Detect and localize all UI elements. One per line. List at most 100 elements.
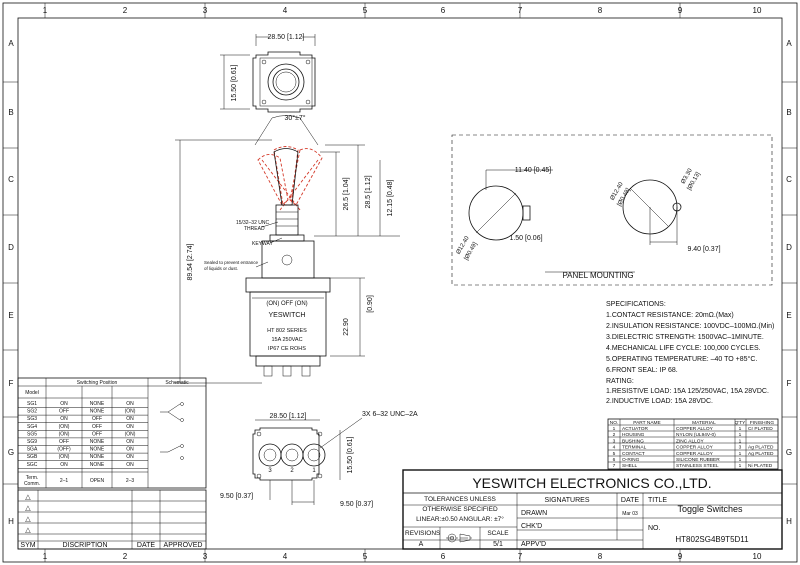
col-label: 5 xyxy=(363,6,368,15)
schematic-title: Schematic xyxy=(165,380,189,386)
bom-cell: BUSHING xyxy=(622,438,644,444)
switching-cell: NONE xyxy=(90,462,105,468)
company-name: YESWITCH ELECTRONICS CO.,LTD. xyxy=(472,475,711,491)
bottom-width-dimension: 28.50 [1.12] xyxy=(270,413,307,420)
col-label: 4 xyxy=(283,6,288,15)
bom-cell: ZINC ALLOY xyxy=(676,438,705,444)
bottom-left-dimension: 9.50 [0.37] xyxy=(220,493,253,500)
bom-cell: 1 xyxy=(739,432,742,438)
rating-line: 1.RESISTIVE LOAD: 15A 125/250VAC, 15A 28… xyxy=(606,388,769,395)
bom-header: FINISHING xyxy=(750,420,775,426)
grid-column-labels: 1 2 3 4 5 6 7 8 9 10 1 2 3 4 5 6 7 8 9 1… xyxy=(43,6,762,561)
revision-block: △ △ △ △ SYM DISCRIPTION DATE APPROVED xyxy=(17,489,207,550)
projection-symbol-icon xyxy=(446,533,474,543)
term-label: Term. xyxy=(26,475,39,481)
row-label: F xyxy=(9,379,14,388)
col-label: 1 xyxy=(43,552,48,561)
row-label: B xyxy=(786,108,791,117)
title-label: TITLE xyxy=(648,497,667,504)
col-label: 6 xyxy=(441,6,446,15)
spec-line: 1.CONTACT RESISTANCE: 20mΩ.(Max) xyxy=(606,312,734,319)
switching-cell: SG3 xyxy=(27,416,37,422)
bom-cell: Ni PLATED xyxy=(748,463,773,469)
switching-cell: SG4 xyxy=(27,424,37,430)
dimension-c: 12.15 [0.48] xyxy=(387,179,394,216)
number-label: NO. xyxy=(648,525,661,532)
specifications-block: SPECIFICATIONS: 1.CONTACT RESISTANCE: 20… xyxy=(606,301,774,405)
dimension-b: 28.5 [1.12] xyxy=(365,175,372,208)
grid-row-labels: A B C D E F G H A B C D E F G H xyxy=(8,39,792,526)
bom-cell: 3 xyxy=(739,445,742,451)
switching-cell: OFF xyxy=(92,416,102,422)
date-label: DATE xyxy=(621,497,639,504)
thread-note: 15/32–32 UNC xyxy=(236,220,269,226)
specifications-title: SPECIFICATIONS: xyxy=(606,301,666,308)
col-label: 10 xyxy=(753,552,762,561)
bom-cell: ACTUATOR xyxy=(622,426,648,432)
panel-spacing-dimension: 9.40 [0.37] xyxy=(687,246,720,253)
switching-cell: SG1 xyxy=(27,401,37,407)
top-width-dimension: 28.50 [1.12] xyxy=(268,34,305,41)
col-label: 9 xyxy=(678,552,683,561)
bom-cell: Cr PLATED xyxy=(748,426,773,432)
bom-cell: 1 xyxy=(613,426,616,432)
body-label-rating: 15A 250VAC xyxy=(271,337,302,343)
rev-triangle: △ xyxy=(25,527,31,534)
switching-cell: OFF xyxy=(92,431,102,437)
dimension-d: [0.90] xyxy=(367,295,374,313)
overall-height-dimension: 89.54 [2.74] xyxy=(187,243,194,280)
drawing-title: Toggle Switches xyxy=(677,504,743,514)
switching-cell: OFF xyxy=(59,409,69,415)
bom-cell: 1 xyxy=(739,426,742,432)
chkd-label: CHK'D xyxy=(521,523,542,530)
bom-header: NO. xyxy=(610,420,619,426)
bom-cell: 6 xyxy=(613,457,616,463)
switching-cell: (ON) xyxy=(125,431,136,437)
scale-value: 5/1 xyxy=(493,541,503,548)
body-label-positions: (ON) OFF (ON) xyxy=(266,301,307,307)
bom-cell: COPPER ALLOY xyxy=(676,445,714,451)
signatures-label: SIGNATURES xyxy=(545,497,590,504)
col-label: 3 xyxy=(203,6,208,15)
spec-line: 6.FRONT SEAL: IP 68. xyxy=(606,367,678,374)
bom-header: MATERIAL xyxy=(692,420,716,426)
switching-cell: NONE xyxy=(90,409,105,415)
panel-mounting: PANEL MOUNTING 11.40 [0.45] 1.50 [0.06] … xyxy=(451,134,773,286)
switching-cell: NONE xyxy=(90,447,105,453)
col-label: 2 xyxy=(123,6,128,15)
switching-cell: OFF xyxy=(59,439,69,445)
keyway-note: KEYWAY xyxy=(252,241,274,247)
thread-note-2: THREAD xyxy=(244,226,265,232)
term-value: 2–3 xyxy=(126,478,135,484)
bottom-right-dimension: 9.50 [0.37] xyxy=(340,501,373,508)
row-label: B xyxy=(8,108,13,117)
rev-triangle: △ xyxy=(25,494,31,501)
row-label: E xyxy=(8,311,13,320)
bom-cell: Ag PLATED xyxy=(748,445,774,451)
col-label: 8 xyxy=(598,6,603,15)
term-label-2: Comm. xyxy=(24,481,40,487)
bom-cell: 4 xyxy=(613,445,616,451)
switching-cell: SG9 xyxy=(27,439,37,445)
model-header: Model xyxy=(25,390,39,396)
bom-cell: 1 xyxy=(739,463,742,469)
switching-cell: (ON) xyxy=(59,454,70,460)
rev-triangle: △ xyxy=(25,516,31,523)
switching-cell: ON xyxy=(126,424,134,430)
switching-cell: SG5 xyxy=(27,431,37,437)
switching-cell: (ON) xyxy=(59,424,70,430)
row-label: E xyxy=(786,311,791,320)
term-value: 2–1 xyxy=(60,478,69,484)
revisions-label: REVISIONS xyxy=(405,530,441,537)
switching-cell: (OFF) xyxy=(57,447,71,453)
switching-cell: ON xyxy=(126,439,134,445)
body-label-series: HT 802 SERIES xyxy=(267,328,307,334)
bom-cell: 2 xyxy=(613,432,616,438)
scale-label: SCALE xyxy=(487,530,509,537)
bottom-height-dimension: 15.50 [0.61] xyxy=(347,436,354,473)
switching-cell: ON xyxy=(126,462,134,468)
